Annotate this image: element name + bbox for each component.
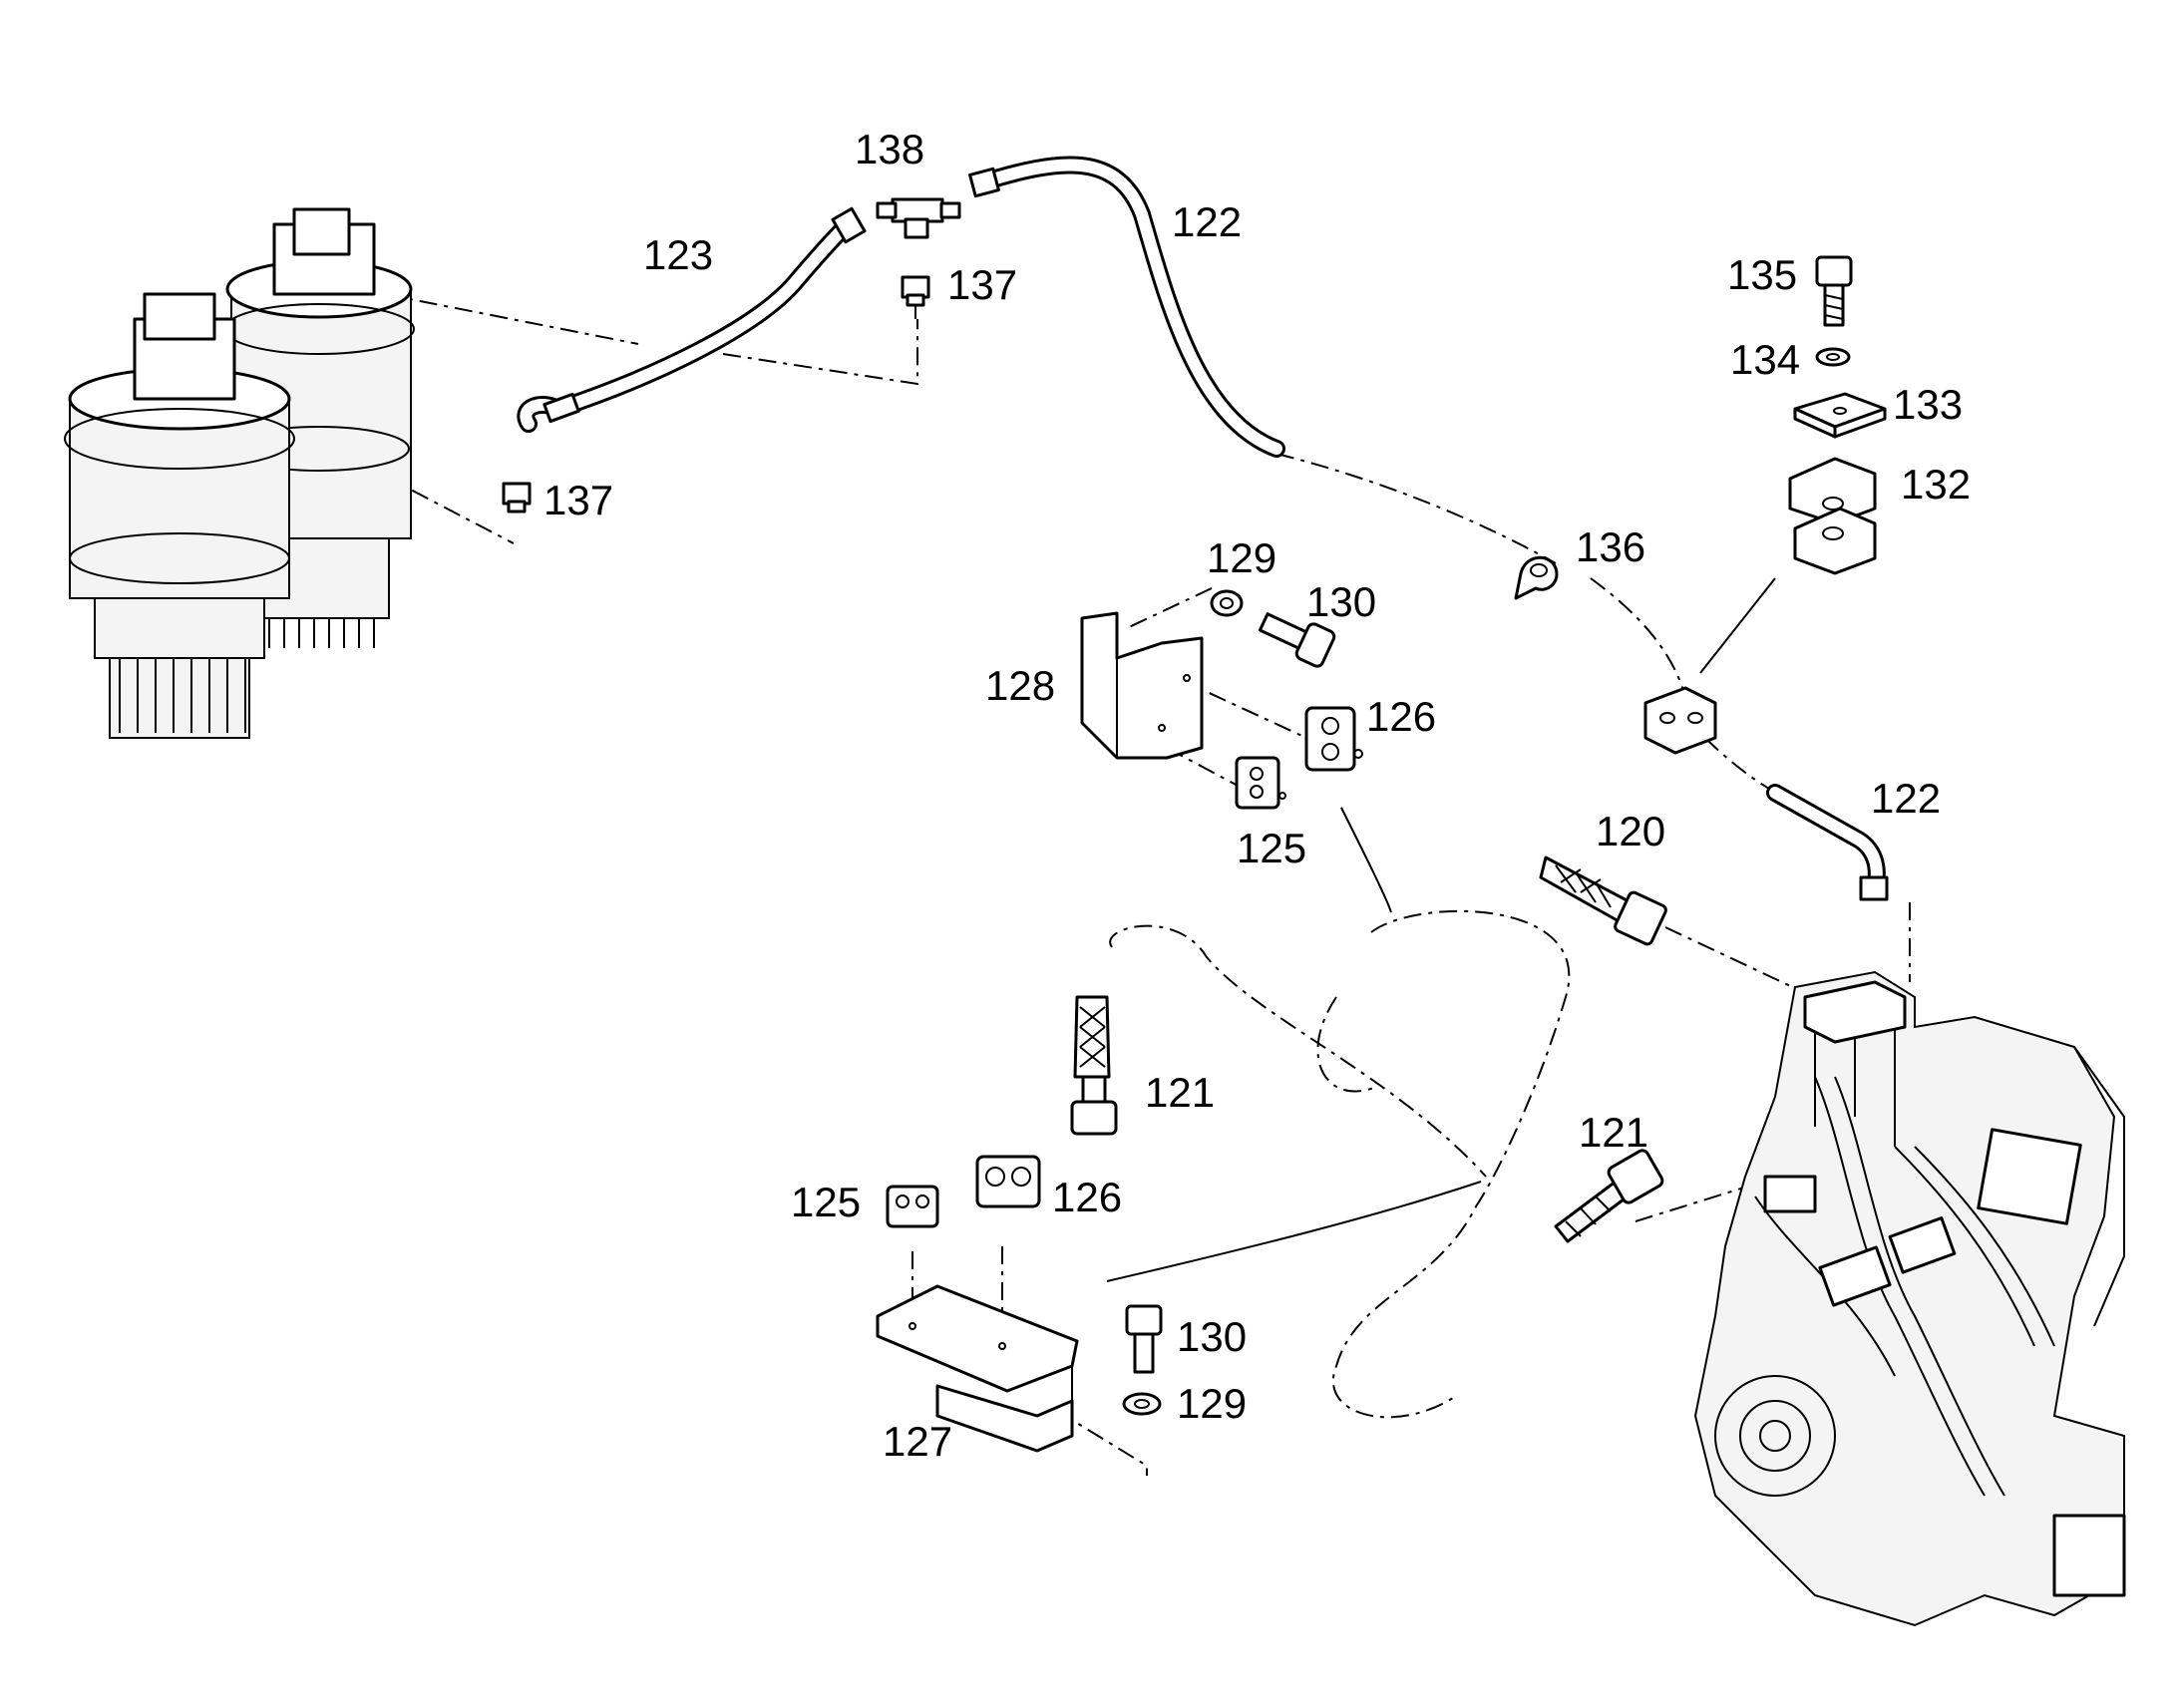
callout-126-lower: 126 [1052, 1174, 1122, 1220]
hose-end-120 [1539, 855, 1667, 946]
callout-128: 128 [985, 662, 1055, 709]
solid-leaders [1106, 577, 1776, 1282]
callout-123: 123 [643, 231, 713, 278]
callout-132: 132 [1901, 461, 1971, 508]
callout-121-left: 121 [1145, 1069, 1215, 1116]
clamp-assembled [1643, 686, 1717, 755]
swing-motor-assembly [64, 207, 415, 739]
bolt-130-upper [1258, 612, 1336, 668]
callout-138: 138 [855, 126, 924, 172]
clamp-125-upper [1235, 756, 1286, 810]
washer-129-upper [1210, 589, 1244, 617]
callout-130-lower: 130 [1177, 1313, 1247, 1360]
bolt-130-lower [1125, 1304, 1163, 1374]
callout-129-lower: 129 [1177, 1380, 1247, 1427]
callout-134: 134 [1730, 336, 1800, 383]
callout-122-upper: 122 [1172, 198, 1242, 245]
tee-fitting-138 [876, 197, 961, 239]
callout-130-upper: 130 [1306, 578, 1376, 625]
leader-lines [188, 286, 1911, 1476]
fitting-137-lower [502, 482, 532, 513]
callout-129-upper: 129 [1207, 534, 1276, 581]
callout-136: 136 [1576, 523, 1645, 570]
hose-end-121-right [1554, 1149, 1664, 1243]
callout-125-lower: 125 [791, 1179, 861, 1225]
swing-motor-rear [223, 207, 415, 648]
clamp-half-132 [1788, 457, 1877, 575]
clamp-126-lower [975, 1155, 1041, 1208]
washer-134 [1815, 347, 1851, 367]
p-clip-136 [1514, 555, 1559, 600]
bracket-127 [876, 1284, 1079, 1453]
bolt-135 [1815, 255, 1853, 327]
callout-135: 135 [1727, 251, 1797, 298]
hose-122-upper [968, 156, 1285, 458]
callout-127: 127 [883, 1418, 952, 1465]
plate-133 [1793, 392, 1887, 439]
clamp-126-upper [1304, 706, 1363, 772]
hose-end-121-left [1070, 995, 1118, 1136]
callout-125-upper: 125 [1237, 825, 1306, 871]
callout-137-upper: 137 [947, 261, 1017, 308]
callout-labels: 138 123 137 122 135 134 133 132 137 136 … [544, 126, 1971, 1465]
callout-121-right: 121 [1579, 1109, 1648, 1156]
callout-133: 133 [1893, 381, 1963, 428]
fitting-137-upper [901, 275, 930, 307]
callout-122-lower: 122 [1871, 775, 1941, 822]
clamp-125-lower [886, 1185, 939, 1228]
washer-129-lower [1122, 1392, 1162, 1416]
main-pump-assembly [1693, 970, 2126, 1627]
hose-122-lower [1766, 784, 1889, 901]
bracket-128 [1080, 611, 1204, 760]
callout-137-lower: 137 [544, 477, 613, 523]
callout-126-upper: 126 [1366, 693, 1436, 740]
callout-120: 120 [1596, 808, 1665, 854]
hose-123 [517, 206, 867, 433]
swing-motor-front [64, 292, 295, 739]
